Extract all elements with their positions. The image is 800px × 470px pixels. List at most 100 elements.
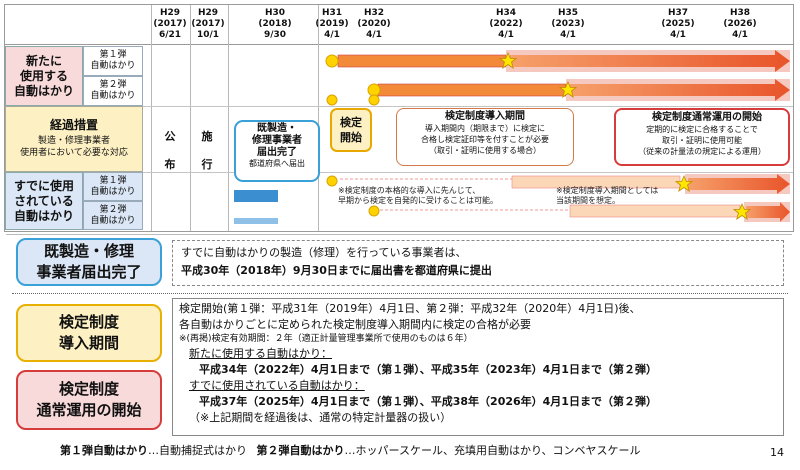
timeline-date: H32(2020)4/1 (352, 8, 396, 41)
detail-line-1: 検定開始(第１弾：平成31年（2019年）4月1日、第２弾：平成32年（2020… (179, 302, 641, 315)
footer-batch1-label: 第１弾自動はかり (60, 444, 148, 457)
row-separator (143, 106, 793, 107)
star-existing-2 (732, 202, 752, 220)
timeline-date-year: (2017) (191, 19, 225, 29)
timeline-date-year: (2025) (661, 19, 695, 29)
timeline-date-year: (2022) (489, 19, 523, 29)
timeline-date-md: 6/21 (158, 30, 182, 40)
callout-report: 既製造・ 修理事業者 届出完了 都道府県へ届出 (234, 120, 320, 182)
timeline-date-era: H29 (197, 8, 219, 18)
section-detail-box: 検定開始(第１弾：平成31年（2019年）4月1日、第２弾：平成32年（2020… (172, 298, 784, 436)
callout-inspection-start: 検定 開始 (330, 108, 372, 152)
timeline-date-era: H35 (557, 8, 579, 18)
dot-transition-1 (326, 94, 338, 106)
arrow-new-2-regular (570, 79, 790, 101)
callout-intro-period: 検定制度導入期間 導入期間内（期限まで）に検定に 合格し検定証印等を付すことが必… (396, 108, 574, 166)
row-label-transition: 経過措置 製造・修理事業者 使用者において必要な対応 (5, 106, 143, 172)
detail-line-6: すでに使用されている自動はかり： (189, 379, 365, 392)
detail-line-5: 平成34年（2022年）4月1日まで（第１弾）、平成35年（2023年）4月1日… (199, 363, 657, 376)
timeline-date-era: H30 (264, 8, 286, 18)
timeline-date-era: H38 (729, 8, 751, 18)
timeline-date-era: H34 (495, 8, 517, 18)
timeline-date-era: H29 (159, 8, 181, 18)
timeline-date-era: H31 (321, 8, 343, 18)
note-early-inspection: ※検定制度の本格的な導入に先んじて、 早期から検定を自発的に受けることは可能。 (338, 186, 498, 205)
timeline-gridline (151, 5, 152, 231)
timeline-date-year: (2026) (723, 19, 757, 29)
transition-desc: 製造・修理事業者 使用者において必要な対応 (20, 136, 128, 158)
transition-title: 経過措置 (49, 118, 98, 132)
timeline-date: H29(2017)10/1 (186, 8, 230, 41)
arrow-existing-2-intro (569, 204, 741, 218)
arrow-new-1-intro (337, 54, 507, 68)
section-report (6, 234, 792, 290)
timeline-date-md: 4/1 (366, 30, 382, 40)
star-new-1 (498, 51, 518, 69)
callout-intro-title: 検定制度導入期間 (445, 111, 525, 122)
arrow-existing-2-regular (746, 202, 790, 222)
row-sub-existing-2: 第２弾 自動はかり (83, 201, 143, 230)
star-existing-1 (674, 174, 694, 192)
timeline-date: H34(2022)4/1 (484, 8, 528, 41)
timeline-date-md: 4/1 (732, 30, 748, 40)
callout-regular-title: 検定制度通常運用の開始 (652, 112, 762, 123)
timeline-date-year: (2018) (258, 19, 292, 29)
arrow-existing-1-regular (688, 174, 790, 194)
section-report-label: 既製造・修理 事業者届出完了 (16, 238, 162, 286)
row-separator (143, 172, 793, 173)
timeline-date-md: 4/1 (324, 30, 340, 40)
footer-legend: 第１弾自動はかり…自動捕捉式はかり 第２弾自動はかり…ホッパースケール、充填用自… (60, 444, 760, 458)
milestone-enforcement: 施行 (201, 130, 213, 171)
timeline-header (5, 5, 793, 45)
callout-regular: 検定制度通常運用の開始 定期的に検定に合格することで 取引・証明に使用可能 （従… (614, 108, 790, 166)
row-sub-existing-1: 第１弾 自動はかり (83, 172, 143, 201)
dot-existing-2 (368, 205, 380, 217)
timeline-date: H37(2025)4/1 (656, 8, 700, 41)
dot-new-1 (325, 54, 339, 68)
timeline-date-year: (2023) (551, 19, 585, 29)
row-label-existing: すでに使用 されている 自動はかり (5, 172, 83, 230)
report-line-1: すでに自動はかりの製造（修理）を行っている事業者は、 (181, 246, 467, 259)
timeline-date-era: H37 (667, 8, 689, 18)
timeline-arrows (234, 50, 790, 224)
timeline-date-year: (2017) (153, 19, 187, 29)
callout-regular-body: 定期的に検定に合格することで 取引・証明に使用可能 （従来の計量法の規定による運… (638, 125, 766, 156)
detail-line-4: 新たに使用する自動はかり： (189, 347, 332, 360)
arrow-report-shadow (234, 218, 278, 224)
timeline-date-md: 9/30 (263, 30, 287, 40)
arrow-report (234, 190, 278, 202)
row-sub-new-2: 第２弾 自動はかり (83, 76, 143, 106)
detail-line-3: ※(再掲)検定有効期間：２年（適正計量管理事業所で使用のものは６年） (179, 334, 473, 344)
section-regular-label: 検定制度 通常運用の開始 (16, 370, 162, 430)
timeline-gridline (228, 5, 229, 231)
dot-transition-2 (368, 94, 380, 106)
note-intro-period: ※検定制度導入期間としては 当該期間を想定。 (556, 186, 659, 205)
callout-report-title: 既製造・ 修理事業者 届出完了 (252, 123, 302, 158)
section-separator (12, 293, 788, 294)
milestone-promulgation: 公布 (164, 130, 176, 171)
row-label-new: 新たに 使用する 自動はかり (5, 46, 83, 106)
timeline-gridline (190, 5, 191, 231)
row-sub-new-1: 第１弾 自動はかり (83, 46, 143, 76)
footer-batch1-desc: …自動捕捉式はかり (148, 444, 247, 457)
timeline-date: H29(2017)6/21 (148, 8, 192, 41)
arrow-new-1-regular (510, 50, 790, 72)
timeline-date-era: H32 (363, 8, 385, 18)
detail-line-7: 平成37年（2025年）4月1日まで（第１弾）、平成38年（2026年）4月1日… (199, 395, 657, 408)
timeline-date-md: 4/1 (560, 30, 576, 40)
dot-existing-1 (326, 175, 338, 187)
callout-report-sub: 都道府県へ届出 (249, 159, 305, 168)
timeline-date: H38(2026)4/1 (718, 8, 762, 41)
timeline-date-md: 4/1 (498, 30, 514, 40)
timeline-date-md: 10/1 (196, 30, 220, 40)
timeline-date-md: 4/1 (670, 30, 686, 40)
arrow-new-2-intro (377, 83, 567, 97)
timeline-date-year: (2019) (315, 19, 349, 29)
report-line-2: 平成30年（2018年）9月30日までに届出書を都道府県に提出 (181, 264, 492, 277)
detail-line-2: 各自動はかりごとに定められた検定制度導入期間内に検定の合格が必要 (179, 318, 531, 331)
callout-intro-body: 導入期間内（期限まで）に検定に 合格し検定証印等を付すことが必要 （取引・証明に… (421, 124, 549, 155)
footer-batch2-desc: …ホッパースケール、充填用自動はかり、コンベヤスケール (344, 444, 641, 457)
page-number: 14 (770, 446, 784, 459)
dot-new-2 (367, 83, 381, 97)
section-report-box: すでに自動はかりの製造（修理）を行っている事業者は、 平成30年（2018年）9… (172, 240, 784, 286)
